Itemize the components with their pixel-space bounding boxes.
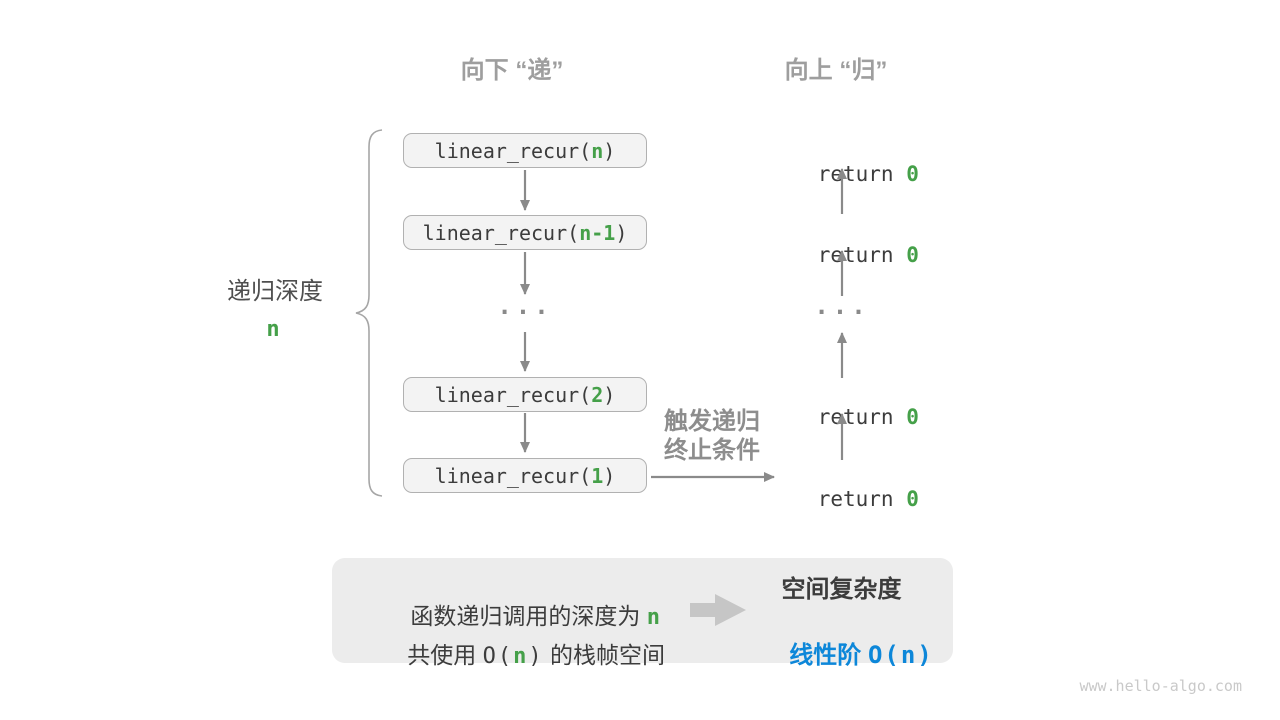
big-o-open: O( xyxy=(482,644,514,669)
trigger-line-2: 终止条件 xyxy=(664,437,760,464)
return-value: 0 xyxy=(906,162,919,186)
complexity-summary-panel: 函数递归调用的深度为 n 共使用 O(n) 的栈帧空间 空间复杂度 线性阶 O(… xyxy=(332,558,953,669)
summary-text: 函数递归调用的深度为 xyxy=(410,603,647,629)
call-box-1: linear_recur(1) xyxy=(403,458,647,493)
summary-space-line: 共使用 O(n) 的栈帧空间 xyxy=(342,616,692,696)
call-text: ) xyxy=(615,220,628,245)
call-text: ) xyxy=(603,138,616,163)
return-statement-1: return 0 xyxy=(743,138,943,210)
base-case-trigger-label: 触发递归 终止条件 xyxy=(642,407,782,465)
return-text: return xyxy=(817,405,907,429)
call-arg: n-1 xyxy=(579,220,616,245)
big-o-var: n xyxy=(513,644,529,669)
return-value: 0 xyxy=(906,243,919,267)
return-text: return xyxy=(817,487,907,511)
space-complexity-value: 线性阶 O(n) xyxy=(729,616,954,695)
call-text: ) xyxy=(603,463,616,488)
call-text: linear_recur( xyxy=(422,220,580,245)
summary-depth-var: n xyxy=(646,605,662,630)
return-value: 0 xyxy=(906,487,919,511)
call-text: linear_recur( xyxy=(434,382,592,407)
return-text: return xyxy=(817,162,907,186)
return-statement-3: return 0 xyxy=(743,381,943,453)
call-box-n: linear_recur(n) xyxy=(403,133,647,168)
return-statement-2: return 0 xyxy=(743,219,943,291)
call-box-2: linear_recur(2) xyxy=(403,377,647,412)
call-text: linear_recur( xyxy=(434,138,592,163)
watermark: www.hello-algo.com xyxy=(1079,677,1242,695)
call-arg: n xyxy=(591,138,604,163)
space-complexity-title: 空间复杂度 xyxy=(781,576,902,603)
stack-ellipsis: ... xyxy=(497,292,553,320)
summary-text: 共使用 xyxy=(407,642,483,668)
call-text: ) xyxy=(603,382,616,407)
return-up-header: 向上 “归” xyxy=(784,57,888,84)
call-arg: 1 xyxy=(591,463,604,488)
big-o-close: ) xyxy=(528,644,544,669)
trigger-line-1: 触发递归 xyxy=(664,408,760,435)
summary-text: 的栈帧空间 xyxy=(543,642,666,668)
return-ellipsis: ... xyxy=(814,292,870,320)
recursion-depth-brace xyxy=(355,129,383,497)
recursion-depth-value: n xyxy=(266,317,280,342)
recursion-depth-label: 递归深度 xyxy=(227,278,323,305)
summary-depth-line: 函数递归调用的深度为 n xyxy=(342,577,692,657)
recurse-down-header: 向下 “递” xyxy=(460,57,564,84)
return-text: return xyxy=(817,243,907,267)
call-text: linear_recur( xyxy=(434,463,592,488)
linear-order-label: 线性阶 xyxy=(789,642,868,669)
return-statement-4: return 0 xyxy=(743,463,943,535)
call-box-n-1: linear_recur(n-1) xyxy=(403,215,647,250)
return-value: 0 xyxy=(906,405,919,429)
big-o-n-formula: O(n) xyxy=(867,641,934,669)
call-arg: 2 xyxy=(591,382,604,407)
